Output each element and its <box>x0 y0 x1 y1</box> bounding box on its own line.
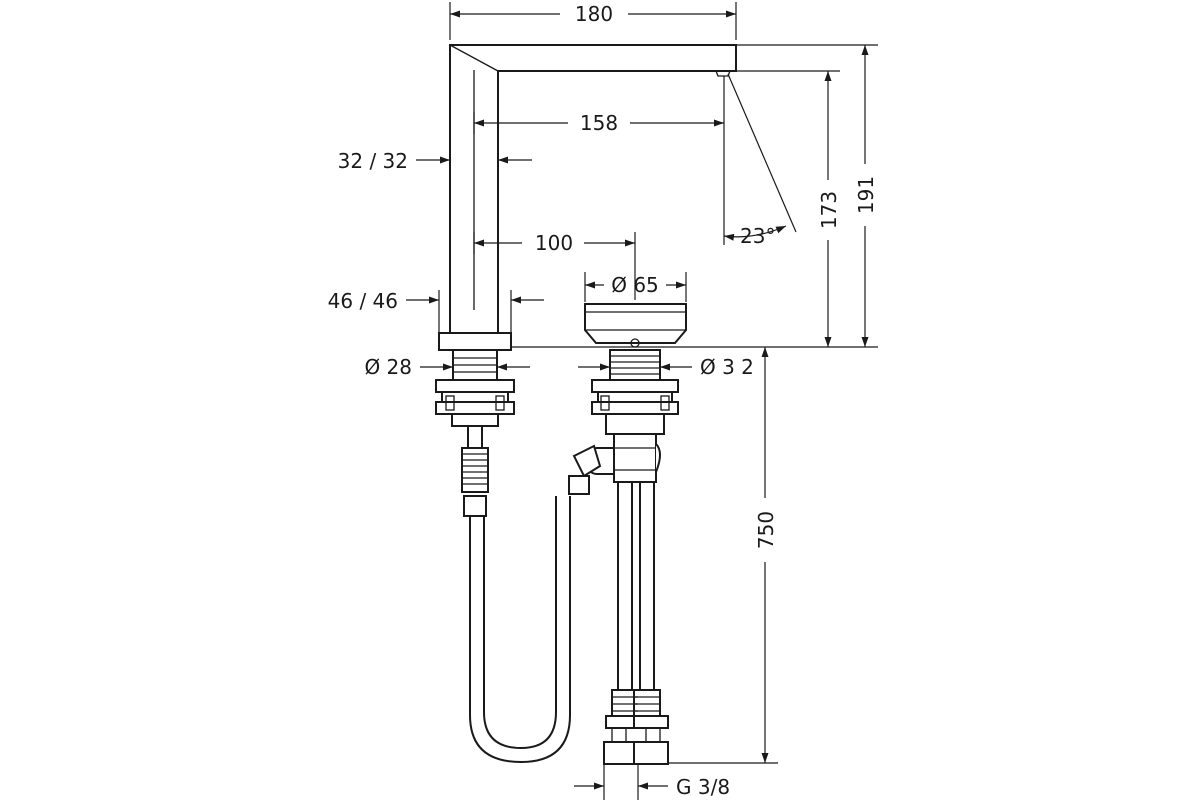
dim-spout-reach: 158 <box>580 111 618 135</box>
dim-handle-offset: 100 <box>535 231 573 255</box>
dim-total-height: 191 <box>854 176 878 214</box>
dim-connection-thread: G 3/8 <box>676 775 730 799</box>
dim-handle-shank: Ø 3 2 <box>700 355 754 379</box>
dim-handle-diameter: Ø 65 <box>611 273 659 297</box>
dim-spout-shank: Ø 28 <box>364 355 412 379</box>
dim-spray-angle: 23° <box>740 224 775 248</box>
spout-body <box>449 44 737 334</box>
handle-body <box>584 303 687 348</box>
dim-outlet-height: 173 <box>817 191 841 229</box>
spout-mount <box>435 332 515 517</box>
dim-hose-length: 750 <box>754 511 778 549</box>
dim-spout-width: 180 <box>575 2 613 26</box>
dim-spout-base: 46 / 46 <box>328 289 398 313</box>
dim-spout-tube: 32 / 32 <box>338 149 408 173</box>
handle-mount <box>568 349 679 765</box>
flexible-hose <box>469 496 571 764</box>
